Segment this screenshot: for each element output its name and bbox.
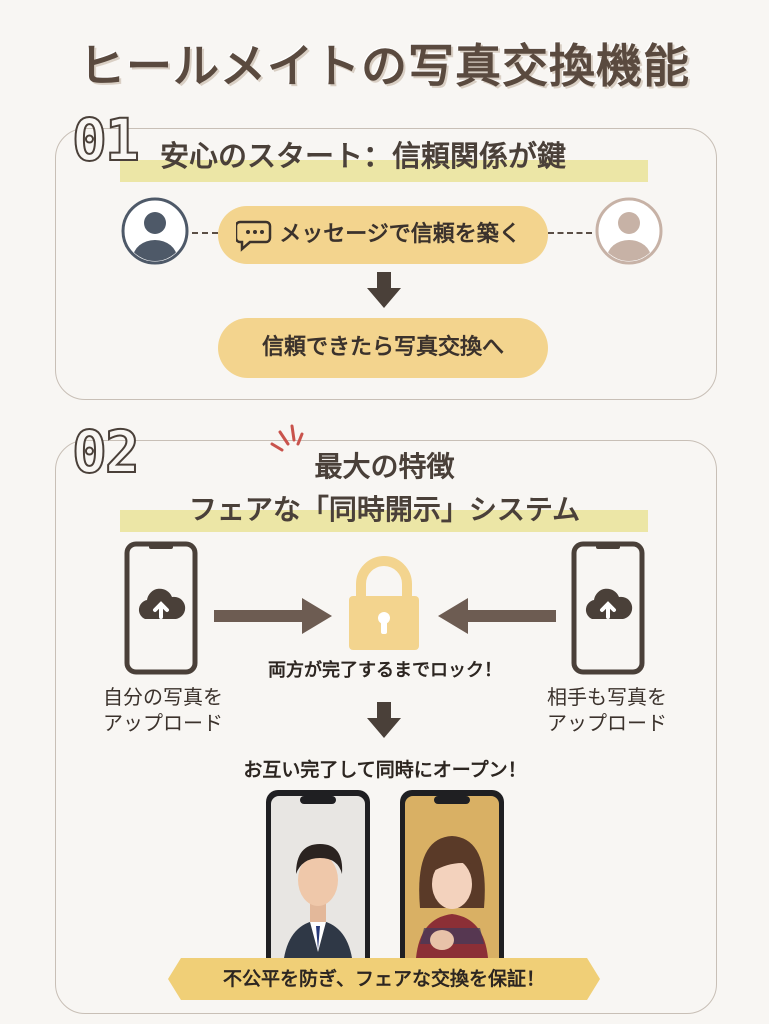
section-1-number: 01 xyxy=(71,105,141,175)
step-photo-pill: 信頼できたら写真交換へ xyxy=(218,318,548,378)
left-arrow-icon xyxy=(438,598,556,634)
lock-text: 両方が完了するまでロック！ xyxy=(268,660,502,681)
male-photo-phone xyxy=(266,790,370,958)
partner-avatar-icon xyxy=(595,197,663,265)
section-2-heading-2: フェアな「同時開示」システム xyxy=(188,493,581,526)
user-avatar-icon xyxy=(121,197,189,265)
phone-upload-icon xyxy=(571,541,645,675)
right-arrow-icon xyxy=(214,598,332,634)
sparkle-icon xyxy=(270,424,304,452)
right-caption-line-2: アップロード xyxy=(547,711,667,735)
padlock-icon xyxy=(349,556,419,650)
left-caption: 自分の写真を アップロード xyxy=(78,684,248,736)
step-message-pill: メッセージで信頼を築く xyxy=(218,206,548,264)
down-arrow-icon xyxy=(367,702,401,738)
cloud-upload-icon xyxy=(138,588,186,619)
connector-left xyxy=(192,232,218,234)
section-1-heading: 安心のスタート：信頼関係が鍵 xyxy=(160,139,567,173)
female-photo-phone xyxy=(400,790,504,958)
right-caption: 相手も写真を アップロード xyxy=(522,684,692,736)
step-message-label: メッセージで信頼を築く xyxy=(279,222,521,247)
cloud-upload-icon xyxy=(585,588,633,619)
section-2-heading-1: 最大の特徴 xyxy=(314,450,455,483)
fairness-banner: 不公平を防ぎ、フェアな交換を保証！ xyxy=(168,958,600,1000)
right-caption-line-1: 相手も写真を xyxy=(547,685,667,709)
male-portrait xyxy=(284,844,352,958)
section-1-highlight xyxy=(120,160,648,182)
down-arrow-icon xyxy=(367,272,401,308)
left-caption-line-1: 自分の写真を xyxy=(103,685,223,709)
connector-right xyxy=(548,232,592,234)
phone-upload-icon xyxy=(124,541,198,675)
section-2-number: 02 xyxy=(71,417,141,487)
chat-bubble-icon xyxy=(236,220,272,252)
section-2-highlight xyxy=(120,510,648,532)
left-caption-line-2: アップロード xyxy=(103,711,223,735)
page-title: ヒールメイトの写真交換機能 xyxy=(79,39,690,93)
open-text: お互い完了して同時にオープン！ xyxy=(243,759,527,781)
female-portrait xyxy=(416,836,488,958)
